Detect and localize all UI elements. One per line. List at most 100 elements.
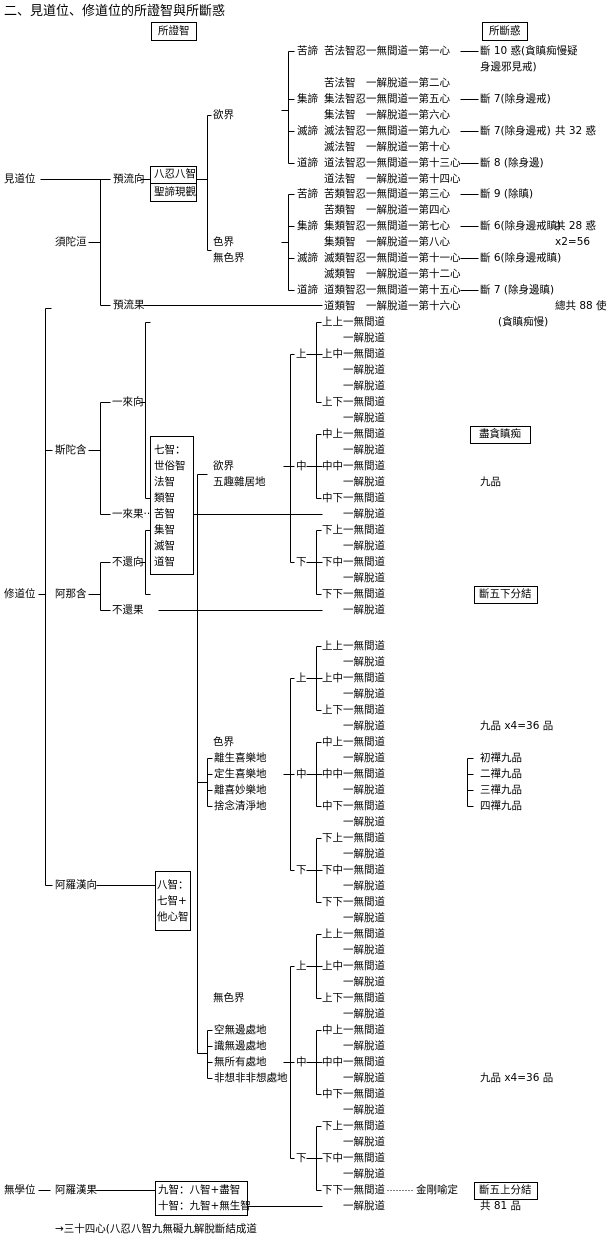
non-returner: 阿那含 <box>55 588 87 600</box>
dhyana-grade: 三禪九品 <box>480 784 522 796</box>
truth-label: 滅諦 <box>297 125 318 137</box>
mind-moment: 集法智忍一無間道一第五心 <box>324 93 450 105</box>
box-line: 九智：八智+盡智 <box>158 1184 241 1196</box>
eight-wisdom-item: 他心智 <box>157 911 189 923</box>
truth-label: 集諦 <box>297 220 318 232</box>
footer-note: →三十四心(八忍八智九無礙九解脫斷結成道 <box>55 1223 257 1235</box>
uninterrupted-path: 下下一無間道 <box>322 896 385 908</box>
liberation-path: 一解脫道 <box>343 1008 385 1020</box>
liberation-path: 一解脫道 <box>343 688 385 700</box>
defilement-total: 共 32 惑 <box>555 125 597 137</box>
truth-label: 道諦 <box>297 157 318 169</box>
rupa-ground: 捨念清淨地 <box>214 800 267 812</box>
defilement-cut: 斷 7 (除身邊瞋) <box>480 284 555 296</box>
liberation-path: 一解脫道 <box>343 332 385 344</box>
mind-moment: 苦法智忍一無間道一第一心 <box>324 45 450 57</box>
mind-moment: 滅法智 一解脫道一第十心 <box>324 141 450 153</box>
realm-arupa: 無色界 <box>213 992 245 1004</box>
liberation-path: 一解脫道 <box>343 880 385 892</box>
truth-label: 苦諦 <box>297 188 318 200</box>
mind-moment: 苦類智忍一無間道一第三心 <box>324 188 450 200</box>
grade-label: 下 <box>296 864 307 876</box>
uninterrupted-path: 上中一無間道 <box>322 960 385 972</box>
realm-rupa: 色界 <box>213 736 234 748</box>
wisdom-header: 所證智 <box>158 25 190 37</box>
note-kama-top: (貪瞋痴慢) <box>498 316 549 328</box>
seven-wisdom-item: 集智 <box>154 524 175 536</box>
mind-moment: 滅類智 一解脫道一第十二心 <box>324 268 461 280</box>
box-line: 聖諦現觀 <box>154 186 196 198</box>
rupa-ground: 離喜妙樂地 <box>214 784 267 796</box>
rupa-ground: 定生喜樂地 <box>214 768 267 780</box>
grade-label: 下 <box>296 556 307 568</box>
uninterrupted-path: 中中一無間道 <box>322 768 385 780</box>
liberation-path: 一解脫道 <box>343 912 385 924</box>
defilement-total: 共 28 惑 <box>555 220 597 232</box>
defilement-cut: 斷 7(除身邊戒) <box>480 93 551 105</box>
seven-wisdom-item: 法智 <box>154 476 175 488</box>
arupa-ground: 識無邊處地 <box>214 1040 267 1052</box>
liberation-path: 一解脫道 <box>343 444 385 456</box>
defilement-total: 總共 88 使 <box>555 300 607 312</box>
liberation-path: 一解脫道 <box>343 364 385 376</box>
note-arupa-count: 九品 x4=36 品 <box>480 1072 554 1084</box>
non-fruit: 不還果 <box>112 604 144 616</box>
uninterrupted-path: 中下一無間道 <box>322 1088 385 1100</box>
liberation-path: 一解脫道 <box>343 1200 385 1212</box>
mind-moment: 滅類智忍一無間道一第十一心 <box>324 252 461 264</box>
uninterrupted-path: 下中一無間道 <box>322 1152 385 1164</box>
uninterrupted-path: 上下一無間道 <box>322 992 385 1004</box>
realm-kama: 欲界 <box>213 460 234 472</box>
defilement-cut: 斷 10 惑(貪瞋痴慢疑 <box>480 45 578 57</box>
cut-lower-label: 斷五下分結 <box>479 588 532 600</box>
non-path: 不還向 <box>112 556 144 568</box>
arhat-path: 阿羅漢向 <box>55 879 97 891</box>
uninterrupted-path: 下下一無間道 <box>322 1184 385 1196</box>
realm-arupa: 無色界 <box>213 252 245 264</box>
realm-rupa: 色界 <box>213 236 234 248</box>
once-returner: 斯陀含 <box>55 444 87 456</box>
uninterrupted-path: 上上一無間道 <box>322 928 385 940</box>
defilement-cut: 斷 8 (除身邊) <box>480 157 544 169</box>
uninterrupted-path: 下上一無間道 <box>322 524 385 536</box>
mind-moment: 集法智 一解脫道一第六心 <box>324 109 450 121</box>
eight-wisdom-box <box>155 871 191 931</box>
uninterrupted-path: 上上一無間道 <box>322 316 385 328</box>
truth-label: 道諦 <box>297 284 318 296</box>
note-rupa-count: 九品 x4=36 品 <box>480 720 554 732</box>
uninterrupted-path: 中中一無間道 <box>322 460 385 472</box>
seven-wisdom-item: 世俗智 <box>154 460 186 472</box>
liberation-path: 一解脫道 <box>343 944 385 956</box>
box-line: 八忍八智 <box>154 168 196 180</box>
defilement-cut: 斷 6(除身邊戒瞋) <box>480 252 562 264</box>
uninterrupted-path: 中上一無間道 <box>322 736 385 748</box>
vajra-samadhi: 金剛喻定 <box>416 1184 458 1196</box>
liberation-path: 一解脫道 <box>343 976 385 988</box>
defilements-header: 所斷惑 <box>489 25 521 37</box>
grade-label: 上 <box>296 960 307 972</box>
mind-moment: 道類智忍一無間道一第十五心 <box>324 284 461 296</box>
stream-fruit: 預流果 <box>113 299 145 311</box>
wisdom-header-box: 所證智 <box>151 22 197 41</box>
seven-wisdom-item: 苦智 <box>154 508 175 520</box>
kama-box-label: 盡貪瞋痴 <box>479 428 521 440</box>
uninterrupted-path: 上下一無間道 <box>322 396 385 408</box>
seven-wisdom-item: 七智： <box>154 444 186 456</box>
liberation-path: 一解脫道 <box>343 1104 385 1116</box>
liberation-path: 一解脫道 <box>343 1072 385 1084</box>
uninterrupted-path: 下下一無間道 <box>322 588 385 600</box>
ground-kama: 五趣雜居地 <box>213 476 266 488</box>
uninterrupted-path: 下中一無間道 <box>322 556 385 568</box>
stage-darshana: 見道位 <box>4 173 36 185</box>
uninterrupted-path: 中下一無間道 <box>322 492 385 504</box>
grade-label: 中 <box>296 1056 307 1068</box>
arupa-ground: 非想非非想處地 <box>214 1072 288 1084</box>
liberation-path: 一解脫道 <box>343 1168 385 1180</box>
stream-enterer: 須陀洹 <box>55 236 87 248</box>
grade-label: 下 <box>296 1152 307 1164</box>
liberation-path: 一解脫道 <box>343 1040 385 1052</box>
arupa-ground: 空無邊處地 <box>214 1024 267 1036</box>
liberation-path: 一解脫道 <box>343 720 385 732</box>
note-total: 共 81 品 <box>480 1200 522 1212</box>
